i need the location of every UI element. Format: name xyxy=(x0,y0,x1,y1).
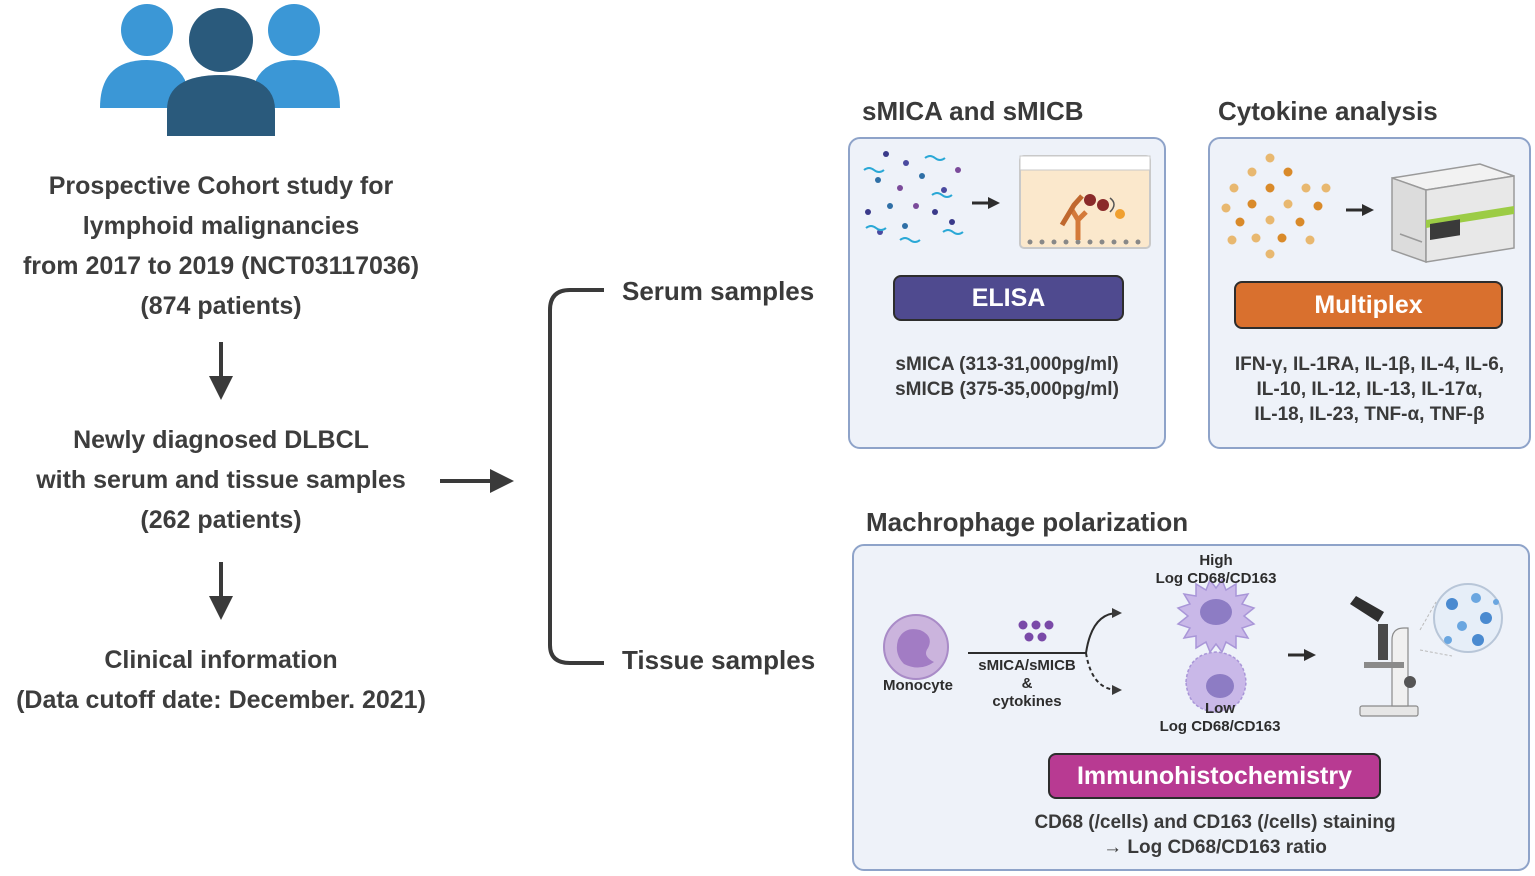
molecules-icon xyxy=(863,151,964,243)
cytokine-dots-icon xyxy=(1018,620,1054,642)
multiplex-method-label: Multiplex xyxy=(1314,290,1423,319)
stimulus-line-3: cytokines xyxy=(992,693,1062,710)
stimulus-line-1: sMICA/sMICB xyxy=(978,657,1076,674)
cytokine-list-line: IFN-γ, IL-1RA, IL-1β, IL-4, IL-6, xyxy=(1234,354,1505,375)
cytokine-list-line: IL-10, IL-12, IL-13, IL-17α, xyxy=(1256,379,1483,400)
dlbcl-line: with serum and tissue samples xyxy=(36,466,406,494)
clinical-line: Clinical information xyxy=(104,646,338,674)
ihc-note-line: CD68 (/cells) and CD163 (/cells) stainin… xyxy=(1034,812,1396,833)
ihc-method-label: Immunohistochemistry xyxy=(1076,761,1353,790)
monocyte-label: Monocyte xyxy=(882,677,953,694)
cohort-line: Prospective Cohort study for xyxy=(48,172,394,200)
microscope-icon xyxy=(1350,596,1453,717)
monocyte-icon xyxy=(883,614,949,680)
elisa-method-badge: ELISA xyxy=(893,275,1124,321)
smica-range: sMICA (313-31,000pg/ml) xyxy=(895,354,1119,375)
right-arrow xyxy=(440,469,514,493)
branch-bracket xyxy=(548,288,604,665)
high-ratio-label: High Log CD68/CD163 xyxy=(1146,552,1286,588)
cohort-line: from 2017 to 2019 (NCT03117036) xyxy=(22,252,420,280)
cytokine-list: IFN-γ, IL-1RA, IL-1β, IL-4, IL-6, IL-10,… xyxy=(1208,352,1531,427)
ihc-notes: CD68 (/cells) and CD163 (/cells) stainin… xyxy=(990,810,1440,860)
low-label: Low xyxy=(1205,700,1235,717)
multiplex-method-badge: Multiplex xyxy=(1234,281,1503,329)
smicb-range: sMICB (375-35,000pg/ml) xyxy=(895,379,1119,400)
cytokine-beads-icon xyxy=(1221,153,1331,259)
down-arrow xyxy=(209,562,233,620)
ihc-note-line: → Log CD68/CD163 ratio xyxy=(1103,837,1327,858)
low-ratio-label: Low Log CD68/CD163 xyxy=(1150,700,1290,736)
smic-ranges: sMICA (313-31,000pg/ml) sMICB (375-35,00… xyxy=(848,352,1166,402)
cohort-description: Prospective Cohort study for lymphoid ma… xyxy=(0,166,442,326)
high-branch-arrow xyxy=(1085,608,1122,654)
stimulus-labels: sMICA/sMICB & cytokines xyxy=(968,657,1086,711)
stimulus-line-2: & xyxy=(1021,675,1033,692)
elisa-well-icon xyxy=(1019,155,1151,249)
ihc-method-badge: Immunohistochemistry xyxy=(1048,753,1381,799)
elisa-method-label: ELISA xyxy=(971,283,1046,312)
cohort-line: lymphoid malignancies xyxy=(82,212,360,240)
dlbcl-description: Newly diagnosed DLBCL with serum and tis… xyxy=(0,420,442,540)
low-ratio-text: Log CD68/CD163 xyxy=(1159,718,1281,735)
low-branch-arrow xyxy=(1085,652,1122,695)
tissue-magnified-icon xyxy=(1433,583,1503,653)
m2-macrophage-icon xyxy=(1185,651,1247,713)
dlbcl-line: Newly diagnosed DLBCL xyxy=(73,426,369,454)
cytokine-panel-title: Cytokine analysis xyxy=(1218,96,1438,126)
high-ratio-text: Log CD68/CD163 xyxy=(1155,570,1277,587)
m1-macrophage-icon xyxy=(1176,578,1256,654)
smic-panel-title: sMICA and sMICB xyxy=(862,96,1084,126)
multiplex-analyzer-icon xyxy=(1391,163,1515,264)
clinical-line: (Data cutoff date: December. 2021) xyxy=(16,686,426,714)
down-arrow xyxy=(209,342,233,400)
clinical-description: Clinical information (Data cutoff date: … xyxy=(0,640,442,720)
macrophage-panel-title: Machrophage polarization xyxy=(866,507,1189,537)
cohort-line: (874 patients) xyxy=(140,292,302,320)
serum-samples-label: Serum samples xyxy=(622,276,815,306)
dlbcl-line: (262 patients) xyxy=(140,506,302,534)
high-label: High xyxy=(1199,552,1233,569)
cytokine-list-line: IL-18, IL-23, TNF-α, TNF-β xyxy=(1254,404,1485,425)
tissue-samples-label: Tissue samples xyxy=(622,645,816,675)
